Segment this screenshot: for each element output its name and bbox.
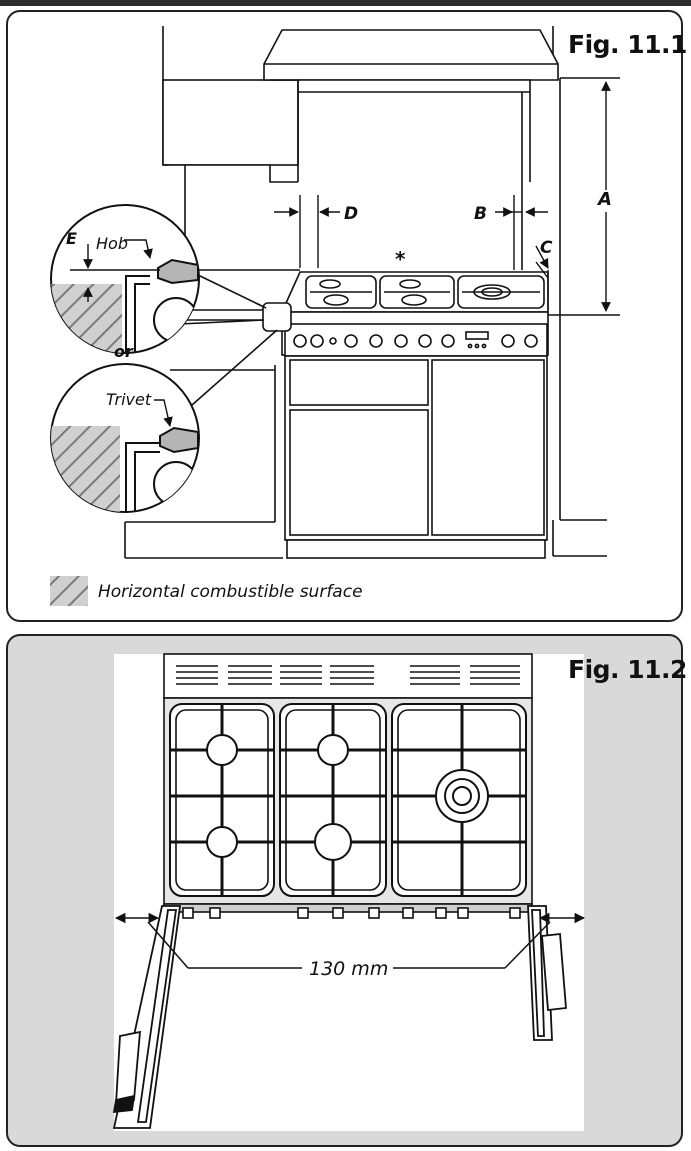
dimension-d-label: D xyxy=(344,204,358,224)
figure-11-2-panel xyxy=(6,634,683,1147)
or-label: or xyxy=(114,342,134,361)
asterisk-mark: * xyxy=(395,247,406,271)
legend-text: Horizontal combustible surface xyxy=(98,582,363,602)
detail-callout xyxy=(174,274,292,421)
dimension-lines xyxy=(274,77,620,316)
dimension-a-label: A xyxy=(596,189,612,210)
figure-11-2-title: Fig. 11.2 xyxy=(568,655,687,684)
trivet-label: Trivet xyxy=(106,390,152,409)
legend-swatch xyxy=(50,576,88,606)
figure-11-1-title: Fig. 11.1 xyxy=(568,30,687,59)
detail-circle-hob xyxy=(50,204,200,354)
dimension-e-label: E xyxy=(66,229,77,248)
dimension-b-label: B xyxy=(474,204,487,224)
top-bar xyxy=(0,0,691,6)
left-cabinet xyxy=(124,165,300,559)
range-cooker xyxy=(280,271,549,559)
cooker-hood xyxy=(162,29,559,270)
dimension-c-label: C xyxy=(540,238,553,258)
detail-circle-trivet xyxy=(50,363,200,513)
hob-label: Hob xyxy=(96,234,128,253)
